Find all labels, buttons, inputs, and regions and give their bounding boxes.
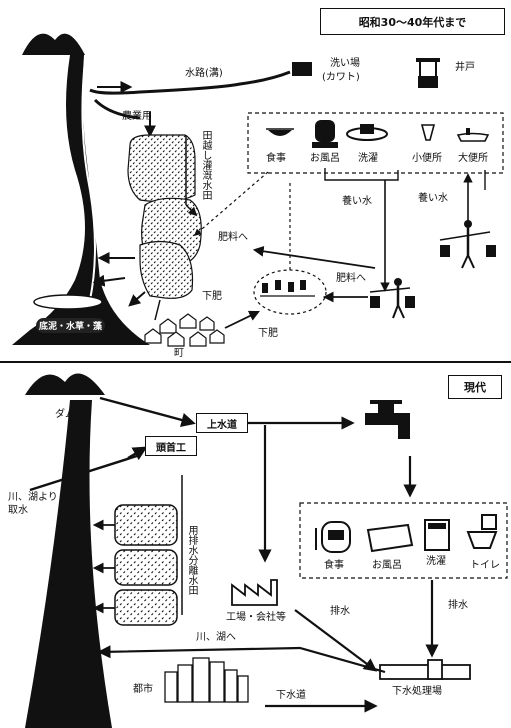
carry-water-label-2: 養い水 [418, 193, 448, 204]
meal-icon [266, 129, 294, 136]
waterway-label: 水路(溝) [185, 68, 223, 79]
washplace-label-1: 洗い場 [330, 58, 360, 69]
paddy-field-1 [128, 135, 195, 202]
sewer-label: 下水道 [276, 690, 306, 701]
town-houses [145, 314, 224, 346]
rice-cooker-icon [316, 522, 350, 552]
washplace-icon [292, 62, 312, 76]
dam-label: ダム [55, 409, 75, 420]
washing-machine-icon [425, 520, 449, 550]
river-intake-label-1: 川、湖より [8, 492, 58, 503]
urinal-icon [422, 125, 434, 140]
intake-head-tag: 頭首工 [145, 436, 197, 456]
use-bath: お風呂 [310, 153, 340, 164]
period-title-box: 昭和30～40年代まで [320, 8, 505, 35]
to-river-label: 川、湖へ [196, 632, 236, 643]
well-label: 井戸 [455, 62, 475, 73]
use-laundry: 洗濯 [358, 153, 378, 164]
paddy-modern-1 [115, 505, 177, 545]
paddy-field-3 [140, 242, 193, 299]
discharge-label-2: 排水 [448, 600, 468, 611]
sediment-label: 底泥・水草・藻 [36, 318, 105, 333]
faucet-icon [365, 400, 410, 439]
sediment-boat [34, 295, 102, 309]
carry-water-label-1: 養い水 [342, 196, 372, 207]
waterworks-tag: 上水道 [196, 413, 248, 433]
separated-paddy-label: 用排水分離水田 [186, 525, 197, 595]
factory-icon [232, 580, 277, 605]
factory-label: 工場・会社等 [226, 612, 286, 623]
toilet-icon [458, 128, 488, 141]
washplace-label-2: (カワト) [322, 72, 360, 83]
water-carrier-figure-right [440, 220, 496, 268]
mountain-icon-bottom [25, 374, 105, 395]
city-label: 都市 [133, 684, 153, 695]
well-icon [416, 58, 440, 88]
laundry-icon [347, 124, 387, 140]
paddy-vertical-label: 田越し灌漑水田 [200, 130, 211, 200]
bath-icon [312, 120, 338, 148]
household-uses-box [248, 113, 503, 173]
modern-use-bath: お風呂 [372, 560, 402, 571]
fertilizer-label-2: 肥料へ [336, 273, 366, 284]
use-meal: 食事 [266, 153, 286, 164]
paddy-modern-2 [115, 550, 177, 585]
treatment-label: 下水処理場 [392, 686, 442, 697]
water-carrier-figure-middle [370, 278, 415, 318]
agri-label: 農業用 [122, 111, 152, 122]
river-tall [25, 400, 112, 728]
paddy-modern-3 [115, 590, 177, 625]
mountain-icon [22, 34, 85, 55]
city-buildings [165, 658, 248, 702]
treatment-plant-icon [380, 660, 470, 679]
night-soil-label-2: 下肥 [258, 328, 278, 339]
modern-title-box: 現代 [448, 375, 502, 399]
discharge-label-1: 排水 [330, 606, 350, 617]
river-intake-label-2: 取水 [8, 505, 28, 516]
modern-toilet-icon [468, 515, 496, 548]
modern-use-meal: 食事 [324, 560, 344, 571]
use-urinal: 小便所 [412, 153, 442, 164]
town-label: 町 [174, 348, 184, 359]
farmers-icon [260, 280, 315, 296]
fertilizer-label-1: 肥料へ [218, 232, 248, 243]
use-toilet: 大便所 [458, 153, 488, 164]
modern-use-laundry: 洗濯 [426, 556, 446, 567]
modern-use-toilet: トイレ [470, 560, 500, 571]
night-soil-label-1: 下肥 [202, 291, 222, 302]
bathtub-icon [368, 525, 412, 551]
